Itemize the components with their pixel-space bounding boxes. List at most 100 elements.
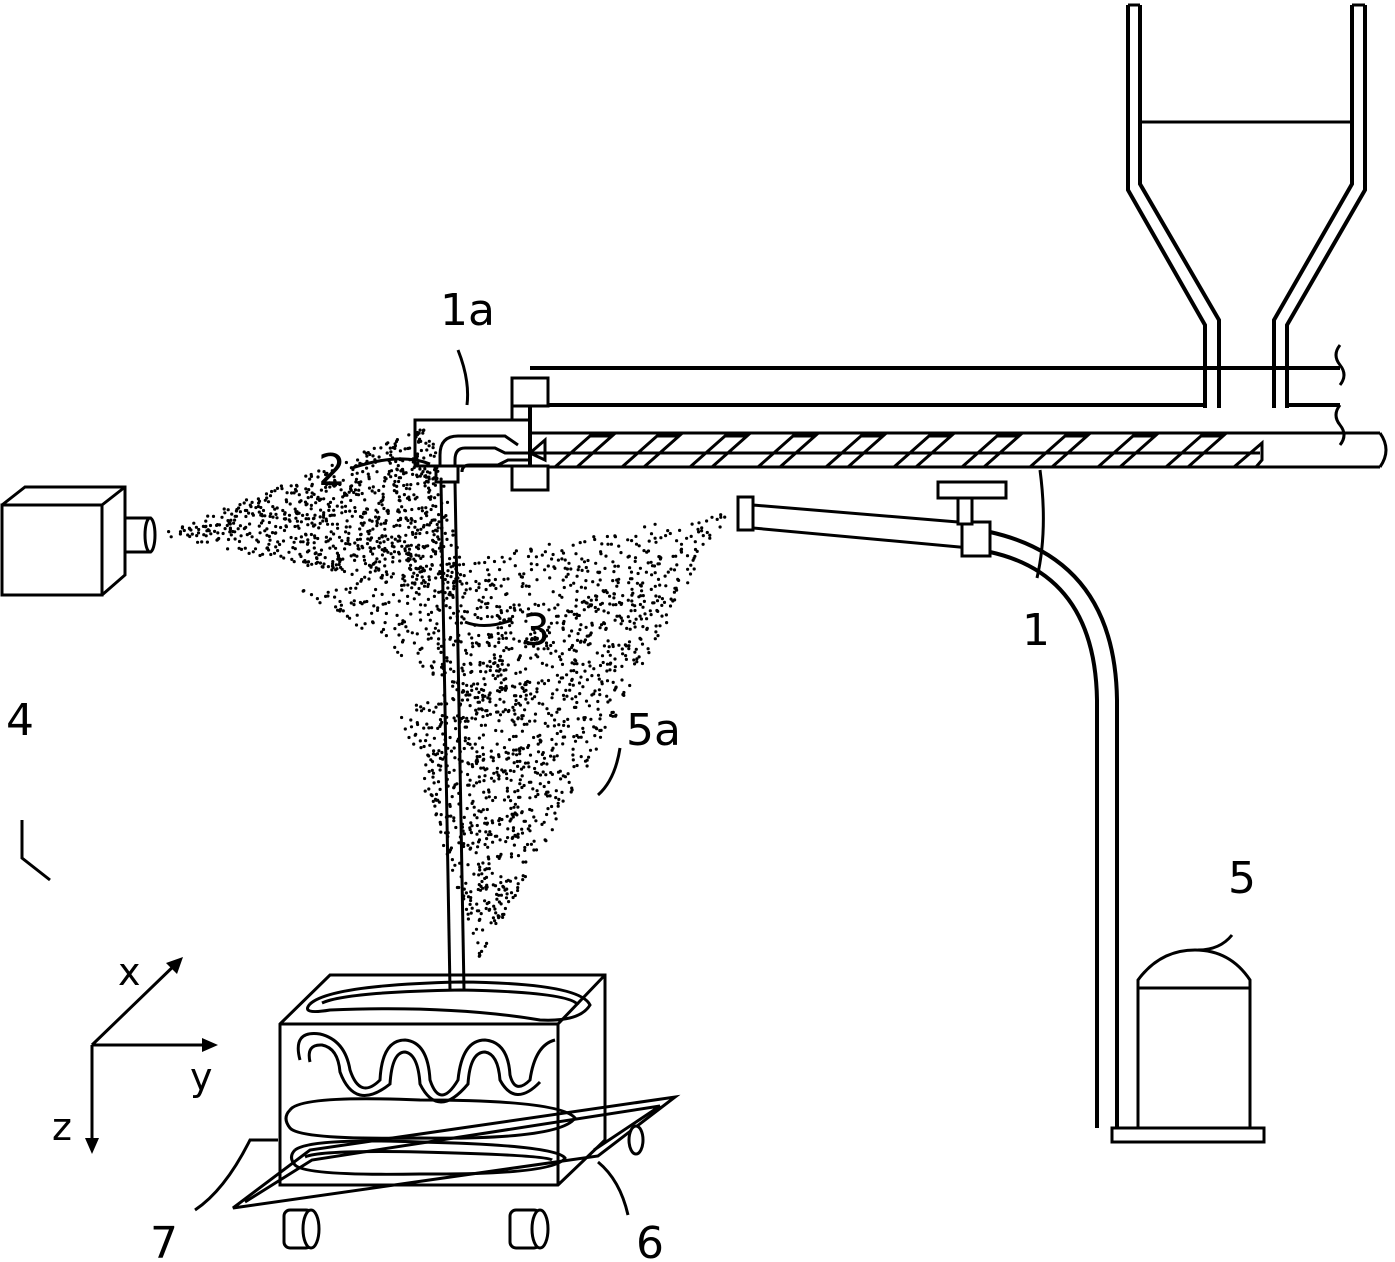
mist-dot xyxy=(639,584,643,588)
mist-dot xyxy=(637,544,641,548)
mist-dot xyxy=(446,784,450,788)
mist-dot xyxy=(555,673,560,677)
mist-dot xyxy=(674,554,678,558)
mist-dot xyxy=(334,605,338,609)
mist-dot xyxy=(536,681,541,685)
mist-dot xyxy=(434,504,438,508)
mist-dot xyxy=(395,467,399,471)
mist-dot xyxy=(536,742,540,746)
mist-dot xyxy=(460,690,465,694)
mist-dot xyxy=(514,734,518,739)
mist-dot xyxy=(654,594,658,598)
mist-dot xyxy=(349,485,353,489)
mist-dot xyxy=(439,764,443,768)
mist-dot xyxy=(440,501,444,505)
mist-dot xyxy=(178,530,183,534)
mist-dot xyxy=(328,514,332,518)
mist-dot xyxy=(575,589,579,594)
mist-dot xyxy=(456,609,460,613)
mist-dot xyxy=(215,523,220,527)
mist-dot xyxy=(450,858,454,862)
mist-dot xyxy=(605,534,610,539)
mist-dot xyxy=(442,843,446,848)
mist-dot xyxy=(516,805,520,809)
mist-dot xyxy=(445,702,449,706)
mist-dot xyxy=(500,768,504,772)
mist-dot xyxy=(445,596,449,600)
mist-dot xyxy=(527,743,531,748)
mist-dot xyxy=(340,567,344,571)
mist-dot xyxy=(574,598,579,602)
mist-dot xyxy=(213,529,217,534)
mist-dot xyxy=(479,723,483,728)
mist-dot xyxy=(251,550,255,554)
mist-dot xyxy=(524,860,528,864)
mist-dot xyxy=(432,476,436,480)
mist-dot xyxy=(324,540,328,544)
mist-dot xyxy=(462,574,466,578)
mist-dot xyxy=(609,542,614,546)
mist-dot xyxy=(439,563,443,567)
mist-dot xyxy=(192,521,196,525)
mist-dot xyxy=(411,532,415,537)
mist-dot xyxy=(370,489,374,493)
mist-dot xyxy=(545,762,549,766)
mist-dot xyxy=(658,557,663,561)
mist-dot xyxy=(587,660,591,664)
mist-dot xyxy=(522,765,526,769)
mist-dot xyxy=(362,554,366,559)
mist-dot xyxy=(458,573,463,577)
mist-dot xyxy=(581,662,585,667)
label-filament: 3 xyxy=(522,605,550,656)
mist-dot xyxy=(634,617,638,621)
mist-dot xyxy=(457,563,462,567)
mist-dot xyxy=(585,764,589,768)
mist-dot xyxy=(477,883,481,887)
mist-dot xyxy=(440,673,444,677)
mist-dot xyxy=(528,829,532,833)
mist-dot xyxy=(442,545,446,549)
mist-dot xyxy=(454,567,458,571)
mist-dot xyxy=(568,682,572,687)
mist-dot xyxy=(516,717,520,721)
mist-dot xyxy=(441,582,445,586)
mist-dot xyxy=(416,651,420,655)
mist-dot xyxy=(653,536,657,540)
mist-dot xyxy=(418,610,422,614)
mist-dot xyxy=(361,470,365,474)
mist-dot xyxy=(546,807,550,811)
mist-dot xyxy=(708,533,712,537)
mist-dot xyxy=(412,742,416,746)
mist-dot xyxy=(459,604,463,608)
mist-dot xyxy=(443,671,447,675)
mist-dot xyxy=(458,703,462,707)
mist-dot xyxy=(421,566,425,570)
mist-dot xyxy=(288,502,292,506)
mist-dot xyxy=(325,471,329,475)
mist-dot xyxy=(308,477,312,481)
mist-dot xyxy=(483,944,487,948)
mist-dot xyxy=(497,777,501,781)
mist-dot xyxy=(463,739,467,743)
mist-dot xyxy=(693,547,698,552)
mist-dot xyxy=(265,527,269,531)
mist-dot xyxy=(513,712,517,716)
mist-dot xyxy=(633,559,637,564)
mist-dot xyxy=(414,435,418,439)
mist-dot xyxy=(577,565,581,569)
mist-dot xyxy=(393,645,397,650)
mist-dot xyxy=(362,521,366,525)
mist-dot xyxy=(426,597,430,602)
mist-dot xyxy=(658,624,662,628)
mist-dot xyxy=(567,780,571,785)
mist-dot xyxy=(316,536,320,541)
mist-dot xyxy=(269,552,273,557)
mist-dot xyxy=(619,622,623,626)
mist-dot xyxy=(211,514,216,519)
mist-dot xyxy=(567,561,571,565)
mist-dot xyxy=(371,485,375,489)
mist-dot xyxy=(524,667,528,671)
mist-dot xyxy=(354,586,358,590)
mist-dot xyxy=(484,587,488,592)
mist-dot xyxy=(446,586,450,590)
